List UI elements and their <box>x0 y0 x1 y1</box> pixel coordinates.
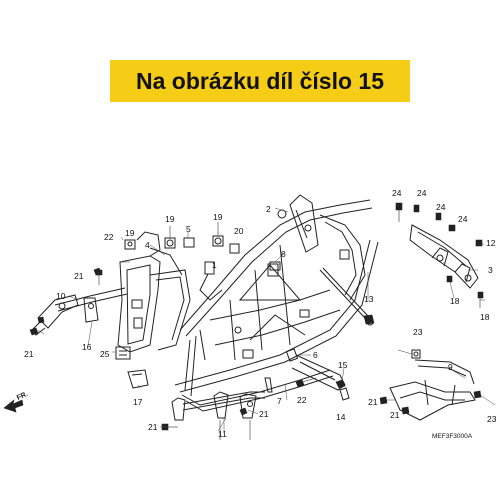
lower-bar <box>171 391 265 440</box>
diagram-code: MEF3F3000A <box>432 433 473 440</box>
callout-22a: 22 <box>104 232 114 242</box>
callout-5: 5 <box>186 224 191 234</box>
part-banner: Na obrázku díl číslo 15 <box>110 60 410 102</box>
callout-17: 17 <box>133 397 143 407</box>
callout-3: 3 <box>488 265 493 275</box>
callout-10: 10 <box>56 291 66 301</box>
callout-24a: 24 <box>392 188 402 198</box>
callout-19a: 19 <box>165 214 175 224</box>
callout-18a: 18 <box>450 296 460 306</box>
bolts-21 <box>37 267 248 431</box>
callout-23a: 23 <box>413 327 423 337</box>
front-direction-label: FR. <box>16 391 29 402</box>
callout-20: 20 <box>234 226 244 236</box>
main-frame <box>174 194 379 412</box>
callout-15: 15 <box>338 360 348 370</box>
callout-23b: 23 <box>487 414 497 424</box>
callout-11: 11 <box>218 429 227 439</box>
leader-lines <box>37 207 496 432</box>
callout-14: 14 <box>336 412 346 422</box>
front-direction-arrow: FR. <box>3 391 29 413</box>
callout-24b: 24 <box>417 188 427 198</box>
callout-9: 9 <box>448 362 453 372</box>
front-plate-assembly <box>117 231 191 353</box>
callout-21c: 21 <box>148 422 158 432</box>
callout-16: 16 <box>82 342 92 352</box>
bolt-13 <box>319 267 375 326</box>
callout-24d: 24 <box>458 214 468 224</box>
callout-25: 25 <box>100 349 110 359</box>
left-bracket-assembly <box>29 269 128 336</box>
callout-18b: 18 <box>480 312 490 322</box>
callout-21a: 21 <box>74 271 84 281</box>
callout-21e: 21 <box>368 397 378 407</box>
clamps <box>115 346 149 389</box>
callout-19b: 19 <box>125 228 135 238</box>
lower-right-parts <box>264 348 350 401</box>
callout-22b: 22 <box>297 395 307 405</box>
top-small-parts <box>124 222 279 301</box>
callout-13: 13 <box>364 294 374 304</box>
callout-24c: 24 <box>436 202 446 212</box>
callout-21f: 21 <box>390 410 400 420</box>
callout-1: 1 <box>212 260 217 270</box>
callout-21b: 21 <box>24 349 34 359</box>
right-bracket <box>395 202 484 308</box>
callout-labels: 1 2 3 4 5 6 7 8 9 10 11 12 13 14 15 16 1… <box>24 188 497 440</box>
callout-12: 12 <box>486 238 496 248</box>
callout-4: 4 <box>145 240 150 250</box>
stand-bracket <box>379 349 482 421</box>
callout-8: 8 <box>281 249 286 259</box>
callout-7: 7 <box>277 396 282 406</box>
callout-6: 6 <box>313 350 318 360</box>
callout-21d: 21 <box>259 409 269 419</box>
callout-19c: 19 <box>213 212 223 222</box>
banner-text: Na obrázku díl číslo 15 <box>136 67 384 94</box>
callout-2: 2 <box>266 204 271 214</box>
